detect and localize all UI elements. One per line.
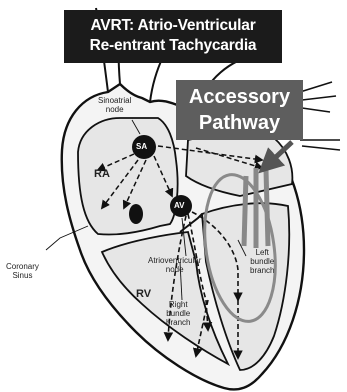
ra-label: RA <box>94 170 110 179</box>
right-bundle-branch-label: Right bundle branch <box>166 300 190 327</box>
right-atrium <box>78 118 178 235</box>
pulmonary-veins <box>300 82 340 150</box>
sinoatrial-node-label: Sinoatrial node <box>98 96 131 114</box>
title-line-1: AVRT: Atrio-Ventricular <box>64 16 282 36</box>
left-bundle-branch-label: Left bundle branch <box>250 248 274 275</box>
accessory-pathway-callout: Accessory Pathway <box>176 80 303 140</box>
sa-label: SA <box>136 142 147 151</box>
callout-line-1: Accessory <box>176 84 303 110</box>
atrioventricular-node-label: Atrioventricular node <box>148 256 201 274</box>
coronary-sinus-opening <box>129 204 143 224</box>
diagram-title: AVRT: Atrio-Ventricular Re-entrant Tachy… <box>64 10 282 63</box>
av-label: AV <box>174 201 185 210</box>
coronary-sinus-label: Coronary Sinus <box>6 262 39 280</box>
rv-label: RV <box>136 290 151 299</box>
callout-line-2: Pathway <box>176 110 303 136</box>
title-line-2: Re-entrant Tachycardia <box>64 36 282 56</box>
